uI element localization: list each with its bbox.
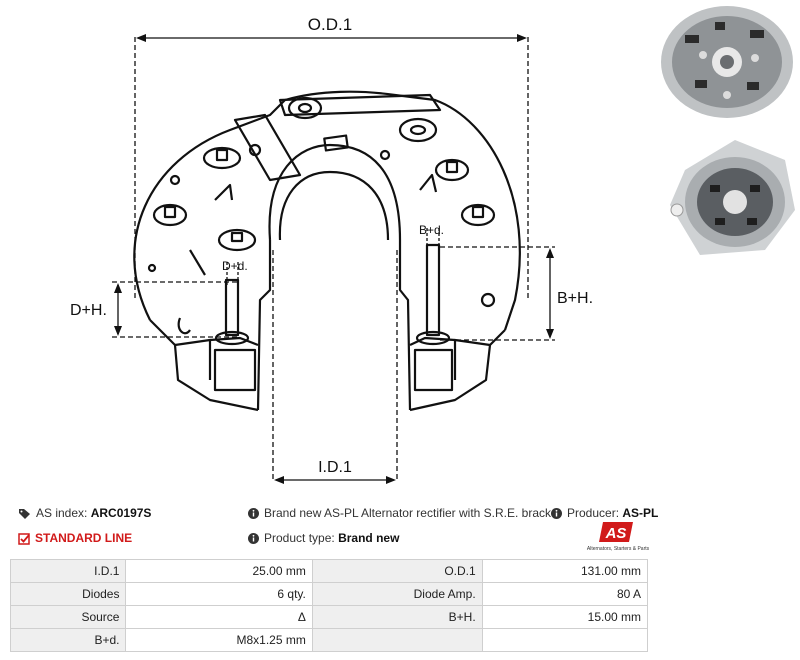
spec-label: O.D.1 [311, 559, 483, 583]
product-type-label: Product type: [264, 531, 335, 545]
as-index: AS index: ARC0197S [18, 506, 151, 520]
standard-line-label: STANDARD LINE [35, 531, 133, 545]
od-label: O.D.1 [308, 15, 352, 34]
bh-label: B+H. [557, 290, 593, 307]
product-photo-top [655, 0, 800, 125]
spec-value: 131.00 mm [481, 559, 649, 583]
spec-label: Source [9, 605, 127, 629]
as-index-value: ARC0197S [90, 506, 152, 520]
spec-label [311, 628, 483, 652]
as-pl-logo: AS Alternators, Starters & Parts [587, 522, 650, 552]
table-row: I.D.1 25.00 mm O.D.1 131.00 mm [9, 559, 649, 583]
tag-icon [19, 508, 30, 519]
spec-table: I.D.1 25.00 mm O.D.1 131.00 mm Diodes 6 … [9, 559, 649, 652]
spec-label: Diodes [9, 582, 127, 606]
spec-value: 25.00 mm [125, 559, 313, 583]
producer-label: Producer: [567, 506, 620, 520]
dh-label: D+H. [70, 302, 107, 319]
spec-value: 6 qty. [125, 582, 313, 606]
checkbox-check-icon [18, 533, 30, 545]
bd-label: B+d. [419, 223, 444, 237]
info-icon [551, 508, 562, 520]
dd-label: D+d. [222, 259, 248, 273]
spec-label: B+H. [311, 605, 483, 629]
table-row: Diodes 6 qty. Diode Amp. 80 A [9, 582, 649, 606]
spec-value [481, 628, 649, 652]
spec-value: Δ [125, 605, 313, 629]
info-icon [248, 508, 259, 520]
description-text: Brand new AS-PL Alternator rectifier wit… [264, 506, 562, 520]
rectifier-technical-drawing: O.D.1 I.D.1 D+H. B+H. D+d. B+d. [70, 15, 593, 484]
logo-tagline: Alternators, Starters & Parts [587, 546, 650, 552]
as-index-label: AS index: [36, 506, 88, 520]
producer-value: AS-PL [622, 506, 659, 520]
spec-value: M8x1.25 mm [125, 628, 313, 652]
spec-label: I.D.1 [9, 559, 127, 583]
product-type: Product type: Brand new [248, 531, 399, 545]
spec-value: 80 A [481, 582, 649, 606]
producer: Producer: AS-PL [551, 506, 658, 520]
product-photo-bracket [655, 130, 800, 260]
id-label: I.D.1 [318, 459, 352, 476]
table-row: B+d. M8x1.25 mm [9, 628, 649, 652]
spec-value: 15.00 mm [481, 605, 649, 629]
spec-label: B+d. [9, 628, 127, 652]
spec-label: Diode Amp. [311, 582, 483, 606]
product-description: Brand new AS-PL Alternator rectifier wit… [248, 506, 561, 520]
product-type-value: Brand new [338, 531, 400, 545]
logo-mark: AS [605, 525, 627, 542]
standard-line: STANDARD LINE [18, 531, 132, 545]
info-icon [248, 533, 259, 545]
table-row: Source Δ B+H. 15.00 mm [9, 605, 649, 629]
